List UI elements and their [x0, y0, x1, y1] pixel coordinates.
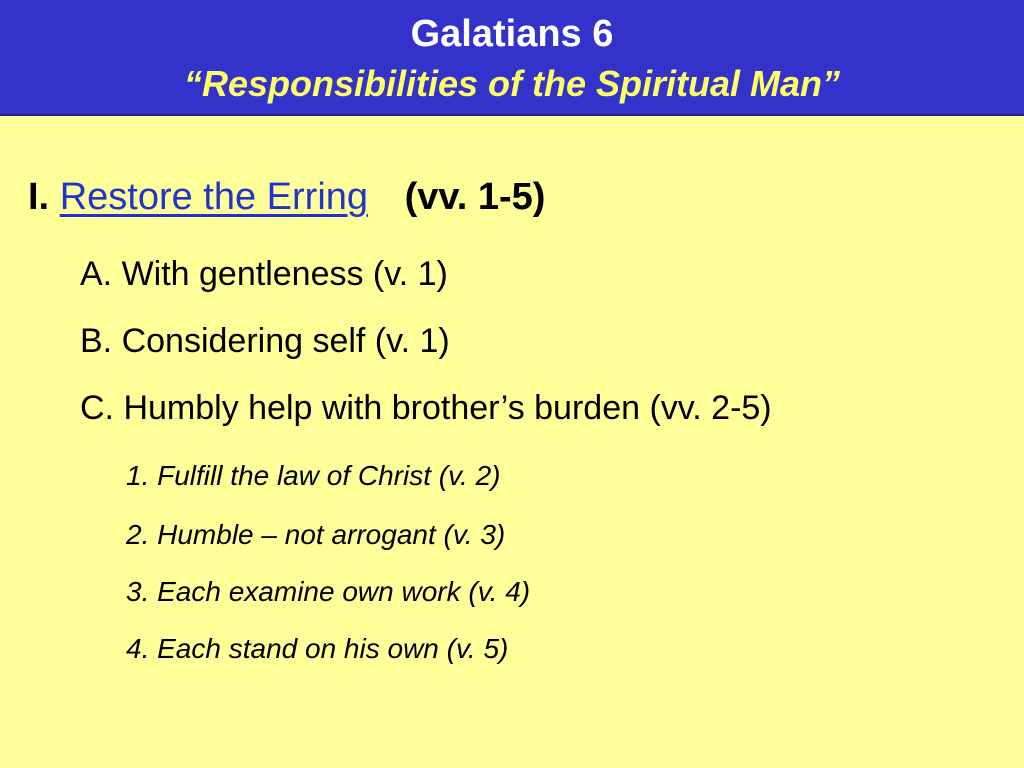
subpoint-b: B. Considering self (v. 1)	[80, 322, 450, 360]
subsubpoint-3: 3. Each examine own work (v. 4)	[126, 576, 531, 607]
subsubpoint-1: 1. Fulfill the law of Christ (v. 2)	[126, 460, 501, 491]
main-point-numeral: I.	[28, 176, 50, 218]
slide-title: Galatians 6	[410, 13, 614, 55]
slide-subtitle: “Responsibilities of the Spiritual Man”	[183, 63, 841, 104]
subpoint-c: C. Humbly help with brother’s burden (vv…	[80, 389, 772, 427]
subsubpoint-4: 4. Each stand on his own (v. 5)	[126, 633, 509, 664]
main-point: I. Restore the Erring (vv. 1-5)	[28, 172, 545, 222]
restore-the-erring-link[interactable]: Restore the Erring	[59, 176, 369, 218]
main-point-reference: (vv. 1-5)	[404, 176, 546, 218]
subpoint-a: A. With gentleness (v. 1)	[80, 255, 448, 293]
subsubpoint-2: 2. Humble – not arrogant (v. 3)	[126, 519, 506, 550]
title-banner: Galatians 6 “Responsibilities of the Spi…	[0, 0, 1024, 116]
